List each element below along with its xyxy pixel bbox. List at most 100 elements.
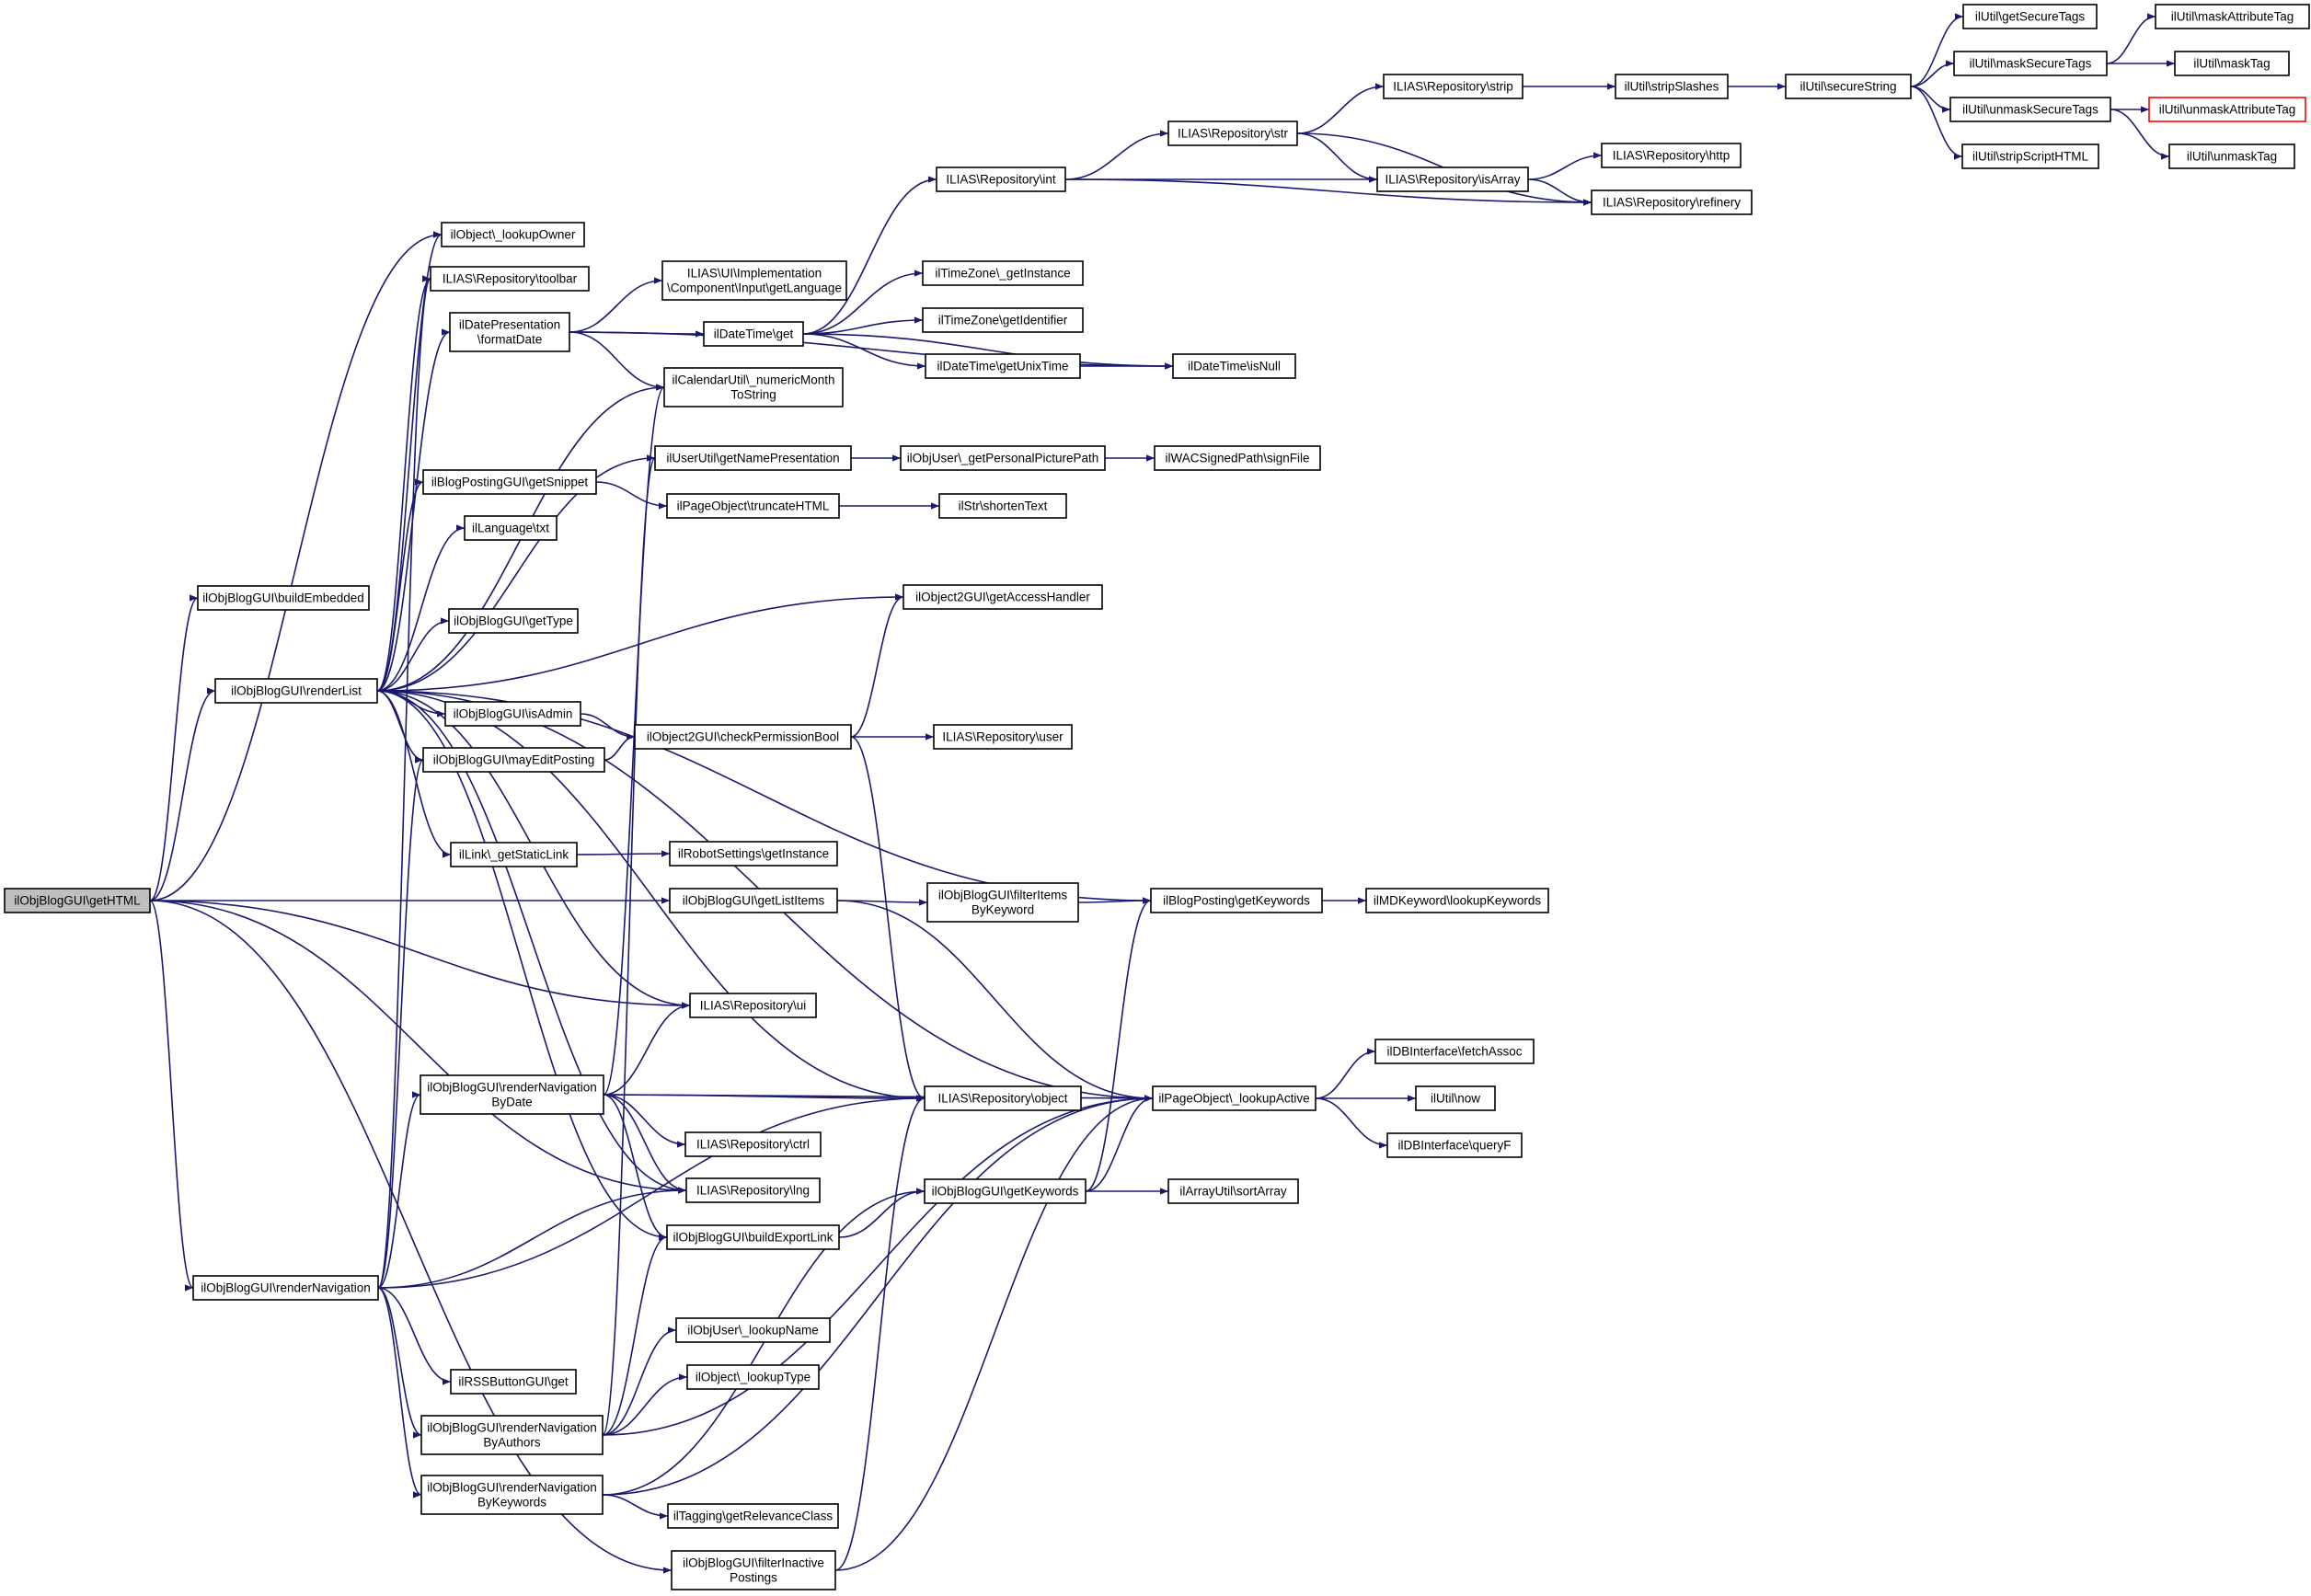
node-tzGetIdentifier[interactable]: ilTimeZone\getIdentifier — [922, 307, 1084, 333]
edge-getStaticLink-to-robotGetInstance — [576, 850, 671, 857]
node-shortenText[interactable]: ilStr\shortenText — [938, 493, 1067, 519]
node-repoUser[interactable]: ILIAS\Repository\user — [933, 724, 1073, 750]
node-label: ilDateTime\get — [714, 327, 794, 341]
node-getStaticLink[interactable]: ilLink\_getStaticLink — [450, 842, 578, 867]
node-renderList[interactable]: ilObjBlogGUI\renderList — [214, 678, 378, 704]
node-getKeywords[interactable]: ilObjBlogGUI\getKeywords — [924, 1178, 1087, 1204]
node-getSecureTags[interactable]: ilUtil\getSecureTags — [1962, 4, 2098, 29]
node-toolbar[interactable]: ILIAS\Repository\toolbar — [430, 266, 590, 292]
edge-renderNavByAuthors-to-getNamePresentation — [602, 454, 656, 1436]
node-box — [933, 724, 1073, 750]
node-label: ilObjBlogGUI\getKeywords — [932, 1185, 1079, 1199]
node-repoHttp[interactable]: ILIAS\Repository\http — [1601, 143, 1742, 168]
edge-repoInt-to-repoStr — [1064, 130, 1169, 180]
node-box — [922, 260, 1084, 286]
node-postingGetKeywords[interactable]: ilBlogPosting\getKeywords — [1150, 888, 1323, 913]
node-label: Postings — [730, 1571, 777, 1585]
node-truncateHTML[interactable]: ilPageObject\truncateHTML — [666, 493, 840, 519]
node-maskTag[interactable]: ilUtil\maskTag — [2174, 51, 2290, 76]
node-lookupType[interactable]: ilObject\_lookupType — [686, 1364, 820, 1390]
node-lookupOwner[interactable]: ilObject\_lookupOwner — [441, 222, 585, 247]
node-unmaskTag[interactable]: ilUtil\unmaskTag — [2168, 144, 2295, 169]
node-getNamePresentation[interactable]: ilUserUtil\getNamePresentation — [654, 445, 852, 471]
node-dateTimeGet[interactable]: ilDateTime\get — [703, 321, 804, 347]
edge-renderNavByDate-to-repoLng — [603, 1094, 687, 1194]
node-unmaskSecureTags[interactable]: ilUtil\unmaskSecureTags — [1949, 97, 2111, 122]
node-isAdmin[interactable]: ilObjBlogGUI\isAdmin — [444, 701, 581, 727]
edge-renderList-to-mayEditPosting — [376, 690, 424, 764]
node-repoObject[interactable]: ILIAS\Repository\object — [924, 1085, 1082, 1111]
node-buildExportLink[interactable]: ilObjBlogGUI\buildExportLink — [666, 1224, 840, 1250]
node-box — [449, 312, 570, 352]
node-label: ilDateTime\isNull — [1188, 360, 1281, 373]
node-box — [634, 724, 852, 750]
node-stripSlashes[interactable]: ilUtil\stripSlashes — [1615, 74, 1729, 99]
node-lookupName[interactable]: ilObjUser\_lookupName — [675, 1317, 831, 1343]
node-label: ilArrayUtil\sortArray — [1179, 1185, 1287, 1199]
node-getAccessHandler[interactable]: ilObject2GUI\getAccessHandler — [903, 584, 1103, 610]
node-getUnixTime[interactable]: ilDateTime\getUnixTime — [925, 353, 1081, 379]
node-langTxt[interactable]: ilLanguage\txt — [464, 515, 558, 541]
node-label: ilObjBlogGUI\filterInactive — [683, 1556, 824, 1570]
node-lookupKeywords[interactable]: ilMDKeyword\lookupKeywords — [1365, 888, 1549, 913]
node-getSnippet[interactable]: ilBlogPostingGUI\getSnippet — [422, 469, 597, 495]
node-maskAttributeTag[interactable]: ilUtil\maskAttributeTag — [2155, 4, 2310, 29]
edge-repoIsArray-to-repoRefinery — [1527, 178, 1592, 206]
node-buildEmbedded[interactable]: ilObjBlogGUI\buildEmbedded — [197, 585, 370, 611]
node-getRelevanceClass[interactable]: ilTagging\getRelevanceClass — [667, 1503, 839, 1529]
edge-renderList-to-repoLng — [376, 690, 687, 1194]
node-rssGet[interactable]: ilRSSButtonGUI\get — [450, 1369, 577, 1395]
node-repoStr[interactable]: ILIAS\Repository\str — [1167, 121, 1298, 146]
edge-renderList-to-toolbar — [376, 275, 431, 692]
node-box — [422, 469, 597, 495]
node-repoUi[interactable]: ILIAS\Repository\ui — [689, 993, 817, 1018]
node-unmaskAttributeTag[interactable]: ilUtil\unmaskAttributeTag — [2148, 97, 2306, 122]
node-isNull[interactable]: ilDateTime\isNull — [1172, 353, 1296, 379]
node-tzGetInstance[interactable]: ilTimeZone\_getInstance — [922, 260, 1084, 286]
node-queryF[interactable]: ilDBInterface\queryF — [1386, 1132, 1523, 1158]
node-signFile[interactable]: ilWACSignedPath\signFile — [1154, 445, 1321, 471]
node-sortArray[interactable]: ilArrayUtil\sortArray — [1167, 1178, 1299, 1204]
node-label: ilUtil\stripScriptHTML — [1972, 150, 2089, 164]
node-stripScriptHTML[interactable]: ilUtil\stripScriptHTML — [1961, 144, 2099, 169]
node-repoLng[interactable]: ILIAS\Repository\lng — [685, 1177, 821, 1203]
node-fetchAssoc[interactable]: ilDBInterface\fetchAssoc — [1374, 1039, 1535, 1064]
node-box — [1615, 74, 1729, 99]
node-getHTML[interactable]: ilObjBlogGUI\getHTML — [4, 888, 151, 913]
node-checkPermissionBool[interactable]: ilObject2GUI\checkPermissionBool — [634, 724, 852, 750]
node-repoRefinery[interactable]: ILIAS\Repository\refinery — [1591, 189, 1753, 215]
node-mayEditPosting[interactable]: ilObjBlogGUI\mayEditPosting — [422, 747, 605, 773]
edge-renderNavByKeywords-to-getKeywords — [602, 1188, 926, 1496]
node-repoIsArray[interactable]: ILIAS\Repository\isArray — [1376, 166, 1529, 192]
node-label: ilDatePresentation — [459, 318, 560, 332]
node-repoInt[interactable]: ILIAS\Repository\int — [936, 166, 1066, 192]
node-label: ilDBInterface\fetchAssoc — [1386, 1045, 1522, 1059]
node-lookupActive[interactable]: ilPageObject\_lookupActive — [1152, 1085, 1316, 1111]
node-getPersonalPicturePath[interactable]: ilObjUser\_getPersonalPicturePath — [900, 445, 1106, 471]
node-maskSecureTags[interactable]: ilUtil\maskSecureTags — [1953, 51, 2108, 76]
node-uiGetLanguage[interactable]: ILIAS\UI\Implementation\Component\Input\… — [661, 260, 847, 301]
node-getListItems[interactable]: ilObjBlogGUI\getListItems — [669, 888, 838, 913]
node-utilNow[interactable]: ilUtil\now — [1415, 1085, 1496, 1111]
edge-renderNavByAuthors-to-lookupType — [602, 1373, 688, 1436]
node-getType[interactable]: ilObjBlogGUI\getType — [448, 608, 579, 634]
node-repoCtrl[interactable]: ILIAS\Repository\ctrl — [684, 1131, 822, 1157]
node-box — [1150, 888, 1323, 913]
node-box — [1962, 4, 2098, 29]
edge-lookupActive-to-fetchAssoc — [1315, 1048, 1376, 1099]
edge-secureString-to-getSecureTags — [1910, 13, 1964, 87]
node-box — [1172, 353, 1296, 379]
node-formatDate[interactable]: ilDatePresentation\formatDate — [449, 312, 570, 352]
node-label: \Component\Input\getLanguage — [667, 281, 842, 295]
edge-renderList-to-getNamePresentation — [376, 454, 656, 692]
node-secureString[interactable]: ilUtil\secureString — [1785, 74, 1912, 99]
node-repoStrip[interactable]: ILIAS\Repository\strip — [1383, 74, 1523, 99]
node-robotGetInstance[interactable]: ilRobotSettings\getInstance — [669, 841, 838, 867]
node-renderNavigation[interactable]: ilObjBlogGUI\renderNavigation — [192, 1275, 379, 1301]
